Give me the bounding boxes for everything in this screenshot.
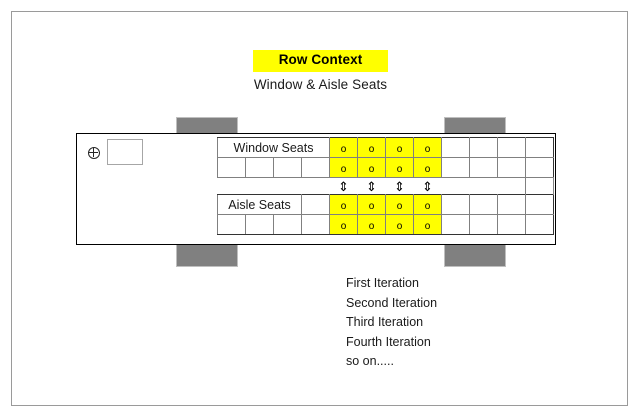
aisle-seat-row: o o o o <box>217 214 554 235</box>
aisle-gap-row: ⇕ ⇕ ⇕ ⇕ <box>218 177 554 195</box>
seat-cell[interactable]: o <box>413 194 442 215</box>
gap-cell <box>442 178 470 195</box>
empty-cell[interactable] <box>301 157 330 178</box>
seat-glyph: o <box>396 200 403 212</box>
seat-cell[interactable]: o <box>357 214 386 235</box>
seat-glyph: o <box>368 220 375 232</box>
empty-cell[interactable] <box>301 194 330 215</box>
empty-cell[interactable] <box>497 194 526 215</box>
list-item: Third Iteration <box>346 315 424 329</box>
list-item: Second Iteration <box>346 295 438 310</box>
seat-glyph: o <box>368 163 375 175</box>
seat-cell[interactable]: o <box>385 194 414 215</box>
empty-cell[interactable] <box>469 137 498 158</box>
seat-glyph: o <box>424 200 431 212</box>
seat-cell[interactable]: o <box>357 194 386 215</box>
gap-cell <box>302 178 330 195</box>
seat-glyph: o <box>368 143 375 155</box>
empty-cell[interactable] <box>245 157 274 178</box>
seat-glyph: o <box>368 200 375 212</box>
crosshair-icon <box>88 147 100 159</box>
wing-bottom-left <box>176 244 238 267</box>
aisle-seats-label: Aisle Seats <box>217 194 302 215</box>
gap-cell <box>525 177 554 195</box>
page-subtitle: Window & Aisle Seats <box>253 76 388 92</box>
seat-glyph: o <box>340 200 347 212</box>
empty-cell[interactable] <box>525 137 554 158</box>
empty-cell[interactable] <box>301 214 330 235</box>
seat-glyph: o <box>396 143 403 155</box>
seat-cell[interactable]: o <box>357 137 386 158</box>
seat-glyph: o <box>424 220 431 232</box>
aisle-label-row: Aisle Seats o o o o <box>217 194 554 215</box>
cockpit-box <box>107 139 143 165</box>
seat-cell[interactable]: o <box>329 157 358 178</box>
empty-cell[interactable] <box>217 214 246 235</box>
seat-cell[interactable]: o <box>385 157 414 178</box>
empty-cell[interactable] <box>497 214 526 235</box>
updown-arrow-icon: ⇕ <box>338 178 349 194</box>
seat-glyph: o <box>340 220 347 232</box>
slide-canvas: Row Context Window & Aisle Seats Window … <box>11 11 628 406</box>
page-title: Row Context <box>252 50 389 72</box>
seat-cell[interactable]: o <box>329 137 358 158</box>
seat-cell[interactable]: o <box>357 157 386 178</box>
empty-cell[interactable] <box>441 157 470 178</box>
empty-cell[interactable] <box>497 137 526 158</box>
updown-arrow-icon: ⇕ <box>366 178 377 194</box>
empty-cell[interactable] <box>441 214 470 235</box>
gap-cell <box>218 178 246 195</box>
empty-cell[interactable] <box>525 157 554 178</box>
list-item: Fourth Iteration <box>346 334 431 349</box>
list-item: First Iteration <box>346 276 419 290</box>
empty-cell[interactable] <box>273 214 302 235</box>
gap-cell <box>246 178 274 195</box>
gap-cell <box>274 178 302 195</box>
window-seat-row: o o o o <box>217 157 554 178</box>
seat-glyph: o <box>396 220 403 232</box>
gap-cell <box>497 177 526 195</box>
seat-cell[interactable]: o <box>329 194 358 215</box>
iteration-list: First Iteration Second Iteration Third I… <box>346 274 437 372</box>
title-block: Row Context Window & Aisle Seats <box>12 50 629 92</box>
empty-cell[interactable] <box>217 157 246 178</box>
gap-cell <box>470 178 498 195</box>
window-label-row: Window Seats o o o o <box>217 137 554 158</box>
seat-glyph: o <box>424 163 431 175</box>
empty-cell[interactable] <box>525 194 554 215</box>
seat-glyph: o <box>424 143 431 155</box>
empty-cell[interactable] <box>441 137 470 158</box>
window-seats-label: Window Seats <box>217 137 330 158</box>
seat-cell[interactable]: o <box>413 214 442 235</box>
empty-cell[interactable] <box>273 157 302 178</box>
seat-grid: Window Seats o o o o o o o o <box>217 137 554 235</box>
seat-cell[interactable]: o <box>413 137 442 158</box>
seat-cell[interactable]: o <box>413 157 442 178</box>
updown-arrow-icon: ⇕ <box>394 178 405 194</box>
empty-cell[interactable] <box>469 194 498 215</box>
empty-cell[interactable] <box>469 214 498 235</box>
seat-cell[interactable]: o <box>385 214 414 235</box>
seat-glyph: o <box>340 163 347 175</box>
wing-bottom-right <box>444 244 506 267</box>
empty-cell[interactable] <box>497 157 526 178</box>
seat-cell[interactable]: o <box>329 214 358 235</box>
empty-cell[interactable] <box>525 214 554 235</box>
empty-cell[interactable] <box>469 157 498 178</box>
seat-cell[interactable]: o <box>385 137 414 158</box>
seat-glyph: o <box>396 163 403 175</box>
empty-cell[interactable] <box>441 194 470 215</box>
seat-glyph: o <box>340 143 347 155</box>
list-item: so on..... <box>346 354 394 368</box>
empty-cell[interactable] <box>245 214 274 235</box>
updown-arrow-icon: ⇕ <box>422 178 433 194</box>
